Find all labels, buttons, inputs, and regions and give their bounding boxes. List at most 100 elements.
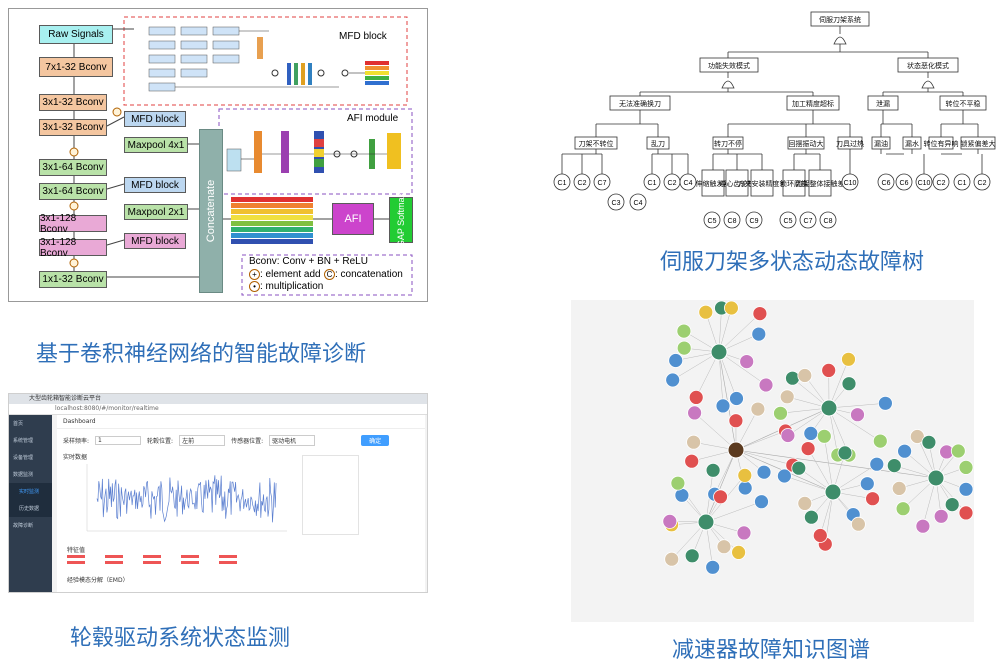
field2-select[interactable]: 左前 — [179, 435, 226, 446]
kg-node — [751, 326, 767, 342]
kg-node — [779, 389, 795, 405]
tree-l4-node: 中心齿轮松 — [720, 169, 755, 197]
kg-node — [670, 475, 686, 491]
dash-sidebar: 首页系统管理设备管理数据监测实时监测历史数据故障诊断 — [9, 415, 52, 592]
field1-input[interactable]: 1 — [95, 436, 142, 445]
afi-block: AFI — [332, 203, 374, 235]
query-button[interactable]: 确定 — [361, 435, 390, 446]
tree-l4-node: 刀夹安装精度差 — [738, 169, 787, 197]
tree-leaf-event: C2 — [973, 173, 991, 191]
kg-node — [756, 464, 772, 480]
tree-leaf-event: C3 — [607, 193, 625, 211]
url-field[interactable]: localhost:8080/#/monitor/realtime — [55, 405, 159, 412]
browser-tab-title[interactable]: 大型齿轮箱智能诊断云平台 — [29, 395, 102, 402]
kg-node — [797, 368, 813, 383]
tree-l1-left: 功能失效模式 — [699, 57, 759, 73]
sidebar-item[interactable]: 实时监测 — [9, 483, 52, 500]
tree-l4-node: 锁环磨损 — [780, 169, 808, 197]
kg-node — [895, 501, 911, 517]
conv6-box: 3x1-128 Bconv — [39, 213, 107, 235]
svg-text:C6: C6 — [882, 180, 891, 187]
sidebar-menu: 首页系统管理设备管理数据监测实时监测历史数据故障诊断 — [9, 415, 52, 534]
kg-node — [713, 489, 728, 505]
kg-node — [950, 443, 966, 459]
conv3-box: 3x1-32 Bconv — [39, 119, 107, 136]
svg-text:乱刀: 乱刀 — [651, 139, 665, 148]
fault-tree-svg: 伺服刀架系统功能失效模式状态恶化模式无法准确换刀加工精度超标泄漏转位不平稳刀架不… — [553, 11, 996, 229]
sidebar-item[interactable]: 首页 — [13, 421, 24, 427]
kg-node — [705, 462, 721, 478]
kg-hub-node — [710, 343, 728, 361]
kg-node — [877, 395, 893, 411]
side-chart-placeholder — [302, 455, 359, 535]
svg-text:漏油: 漏油 — [874, 139, 888, 148]
kg-node — [737, 480, 753, 496]
kg-node — [859, 476, 875, 492]
tree-leaf-event: C10 — [841, 173, 859, 191]
svg-text:功能失效模式: 功能失效模式 — [708, 61, 750, 70]
kg-node — [750, 401, 766, 417]
svg-text:刀架整体接触差: 刀架整体接触差 — [796, 179, 845, 188]
emd-title: 经验模态分解（EMD） — [67, 577, 129, 584]
sidebar-item[interactable]: 系统管理 — [13, 438, 34, 444]
gap-softmax-block: GAP Softmax — [389, 193, 413, 247]
field3-select[interactable]: 驱动电机 — [269, 435, 316, 446]
kg-hub-node — [727, 441, 745, 459]
tree-l2-node: 转位不平稳 — [939, 95, 987, 111]
kg-node — [776, 468, 792, 484]
afi-region-title: AFI module — [347, 113, 399, 124]
maxpool-4x1: Maxpool 4x1 — [124, 137, 188, 153]
svg-text:C8: C8 — [728, 218, 737, 225]
tree-l3-node: 回摆振动大 — [787, 136, 825, 150]
kg-hub-node — [824, 483, 842, 501]
kg-node — [869, 456, 885, 472]
concatenate-block: Concatenate — [199, 129, 223, 293]
svg-text:C7: C7 — [598, 180, 607, 187]
sidebar-item[interactable]: 设备管理 — [13, 455, 34, 461]
dash-breadcrumb[interactable]: Dashboard — [57, 415, 425, 429]
kg-node — [865, 491, 881, 507]
kg-node — [803, 509, 819, 525]
kg-node — [688, 390, 704, 405]
tree-l3-node: 锁紧偏差大 — [961, 136, 996, 150]
tree-l3-node: 乱刀 — [646, 136, 670, 150]
tree-l4-node: 伸缩触发器 — [696, 169, 731, 197]
sidebar-item[interactable]: 数据监测 — [13, 472, 34, 478]
kg-node — [872, 433, 888, 449]
caption-monitor: 轮毂驱动系统状态监测 — [70, 626, 291, 651]
svg-text:C2: C2 — [937, 180, 946, 187]
tree-leaf-event: C2 — [573, 173, 591, 191]
kg-node — [705, 559, 721, 575]
fault-tree-panel: 伺服刀架系统功能失效模式状态恶化模式无法准确换刀加工精度超标泄漏转位不平稳刀架不… — [548, 4, 998, 236]
waveform-line — [96, 475, 277, 523]
svg-text:C2: C2 — [578, 180, 587, 187]
kg-node — [816, 428, 832, 444]
caption-fault-tree: 伺服刀架多状态动态故障树 — [660, 250, 925, 275]
mfd-block-1: MFD block — [124, 111, 186, 127]
conv2-box: 3x1-32 Bconv — [39, 94, 107, 111]
legend-concat-row: C: concatenation — [324, 269, 403, 280]
conv5-box: 3x1-64 Bconv — [39, 183, 107, 200]
cnn-diagram-panel: MFD block — [8, 8, 428, 302]
concatenate-label: Concatenate — [205, 179, 218, 243]
conv1-box: 7x1-32 Bconv — [39, 57, 113, 77]
tree-leaf-event: C1 — [553, 173, 571, 191]
tree-l2-node: 加工精度超标 — [786, 95, 840, 111]
tree-leaf-event: C9 — [745, 211, 763, 229]
afi-inner-blocks — [226, 131, 401, 173]
svg-text:刀具过热: 刀具过热 — [836, 139, 864, 148]
field1-label: 采样频率: — [63, 438, 90, 445]
svg-text:转位有异响: 转位有异响 — [924, 139, 959, 148]
kg-node — [676, 340, 692, 356]
mfd-region-title: MFD block — [339, 31, 388, 42]
kg-node — [715, 398, 731, 414]
kg-node — [780, 428, 796, 443]
tree-leaf-event: C6 — [877, 173, 895, 191]
sidebar-item[interactable]: 历史数据 — [9, 500, 52, 517]
kg-node — [897, 443, 913, 459]
kg-node — [736, 525, 752, 541]
svg-text:转位不平稳: 转位不平稳 — [946, 99, 981, 108]
sidebar-item[interactable]: 故障诊断 — [13, 523, 34, 529]
kg-node — [958, 481, 974, 497]
kg-node — [723, 300, 739, 316]
